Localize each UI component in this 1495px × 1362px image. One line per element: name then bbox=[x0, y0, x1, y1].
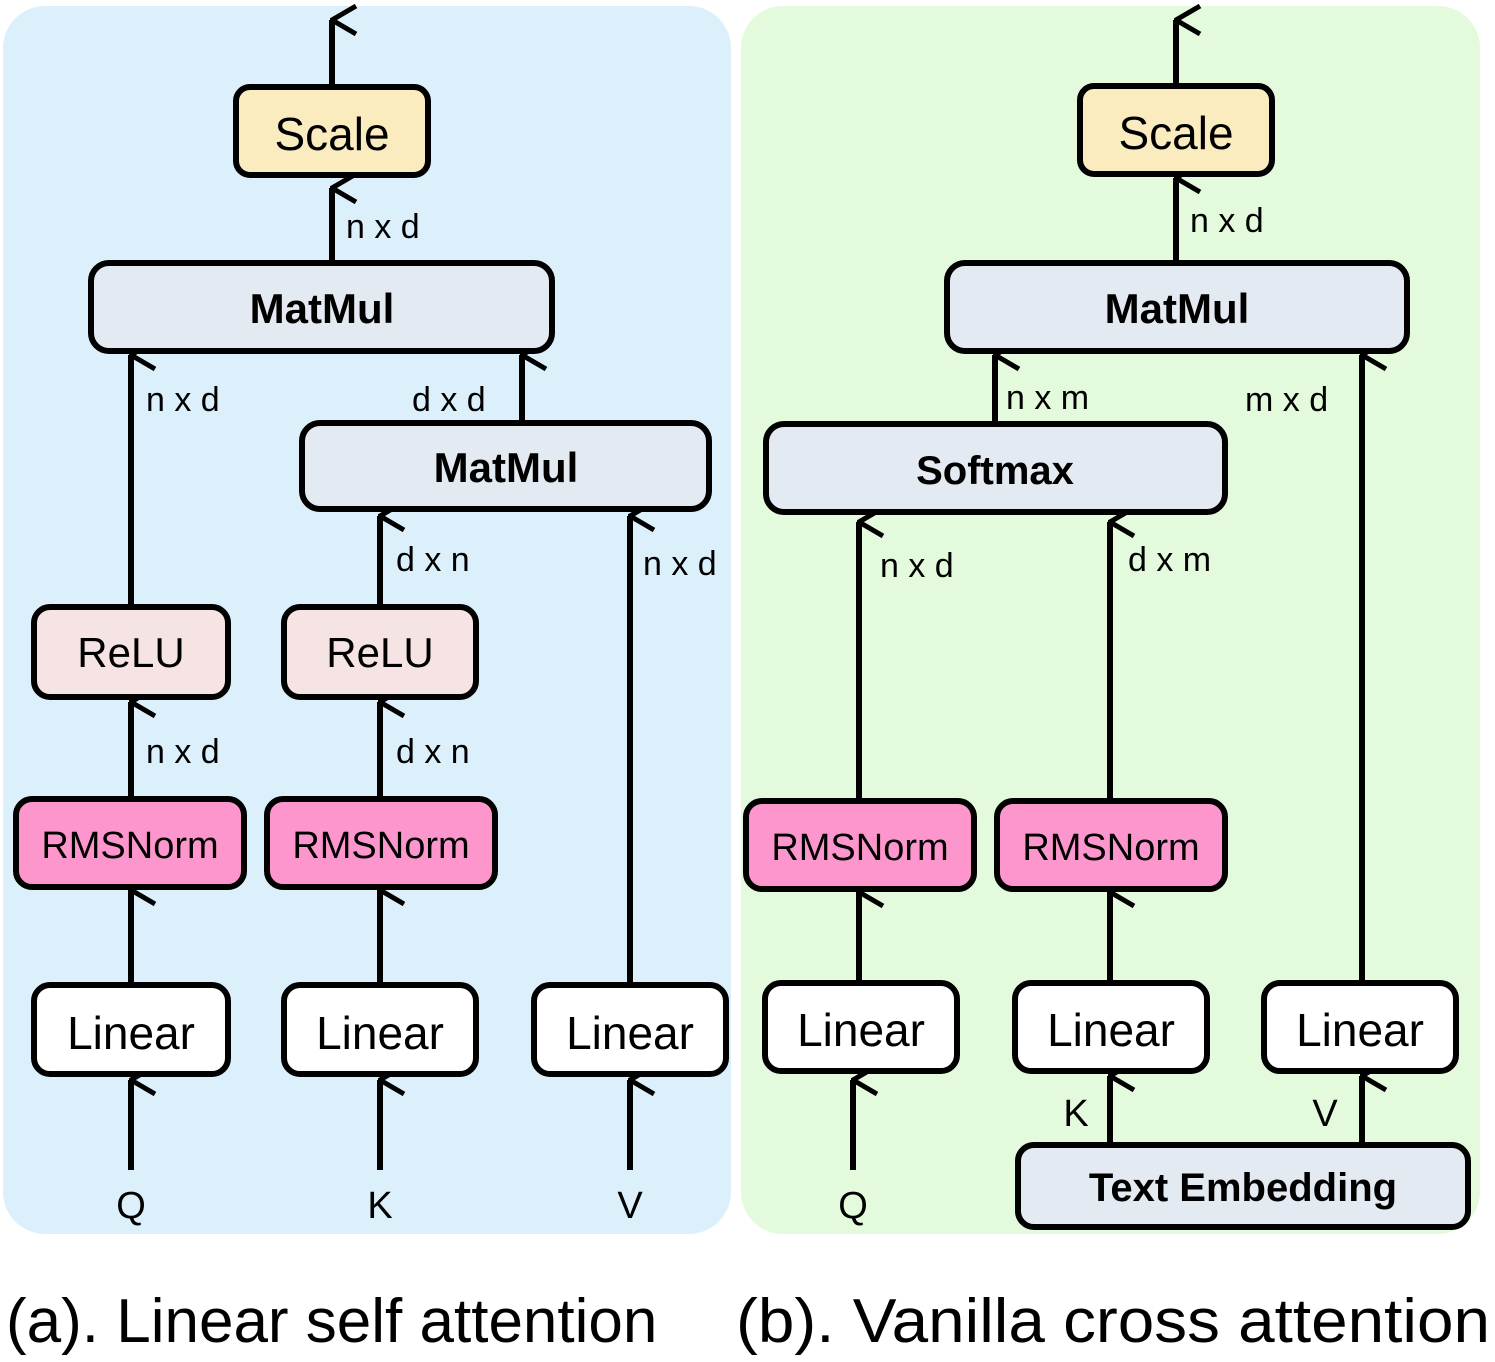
input-k-label-a: K bbox=[367, 1185, 392, 1227]
scale-label-b: Scale bbox=[1118, 107, 1233, 159]
panel-b-arrows bbox=[850, 20, 1362, 1170]
scale-label-a: Scale bbox=[274, 108, 389, 160]
dim-label-b-softmax-to-matmul: n x m bbox=[1006, 379, 1089, 417]
linear-q-box-a: Linear bbox=[31, 982, 231, 1077]
linear-k-label-a: Linear bbox=[316, 1007, 444, 1059]
dim-label-b-q-to-softmax: n x d bbox=[880, 547, 954, 585]
scale-box-a: Scale bbox=[233, 84, 431, 178]
linear-v-box-a: Linear bbox=[531, 982, 729, 1077]
dim-label-a-rms-k-to-relu: d x n bbox=[396, 733, 470, 771]
dim-label-b-v-to-matmul: m x d bbox=[1245, 381, 1328, 419]
rmsnorm-k-box-a: RMSNorm bbox=[264, 796, 498, 890]
matmul-label-b: MatMul bbox=[1105, 285, 1250, 332]
rmsnorm-k-label-a: RMSNorm bbox=[292, 825, 469, 867]
input-v-label-b: V bbox=[1312, 1093, 1338, 1135]
dim-label-a-rms-q-to-relu: n x d bbox=[146, 733, 220, 771]
text-embedding-box-b: Text Embedding bbox=[1015, 1142, 1471, 1230]
input-k-label-b: K bbox=[1063, 1093, 1088, 1135]
relu-k-label-a: ReLU bbox=[326, 629, 433, 676]
caption-b: (b). Vanilla cross attention bbox=[736, 1287, 1490, 1356]
matmul-top-label-a: MatMul bbox=[250, 285, 395, 332]
scale-box-b: Scale bbox=[1077, 83, 1275, 177]
rmsnorm-k-label-b: RMSNorm bbox=[1022, 827, 1199, 869]
dim-label-b-matmul-to-scale: n x d bbox=[1190, 202, 1264, 240]
relu-k-box-a: ReLU bbox=[281, 604, 479, 700]
rmsnorm-q-box-b: RMSNorm bbox=[743, 798, 977, 892]
linear-q-label-b: Linear bbox=[797, 1004, 925, 1056]
input-q-label-b: Q bbox=[838, 1185, 868, 1227]
rmsnorm-q-box-a: RMSNorm bbox=[13, 796, 247, 890]
dim-label-a-v-to-matmul: n x d bbox=[643, 545, 717, 583]
panel-a-arrows bbox=[128, 20, 630, 1170]
caption-a: (a). Linear self attention bbox=[6, 1287, 657, 1356]
linear-q-label-a: Linear bbox=[67, 1007, 195, 1059]
rmsnorm-k-box-b: RMSNorm bbox=[994, 798, 1228, 892]
linear-k-label-b: Linear bbox=[1047, 1004, 1175, 1056]
relu-q-box-a: ReLU bbox=[31, 604, 231, 700]
dim-label-a-relu-k-to-matmul: d x n bbox=[396, 541, 470, 579]
linear-q-box-b: Linear bbox=[762, 980, 960, 1074]
matmul-mid-label-a: MatMul bbox=[434, 444, 579, 491]
linear-v-box-b: Linear bbox=[1261, 980, 1459, 1074]
rmsnorm-q-label-a: RMSNorm bbox=[41, 825, 218, 867]
linear-v-label-a: Linear bbox=[566, 1007, 694, 1059]
softmax-box-b: Softmax bbox=[763, 421, 1228, 515]
softmax-label-b: Softmax bbox=[916, 449, 1074, 493]
linear-k-box-a: Linear bbox=[281, 982, 479, 1077]
input-q-label-a: Q bbox=[116, 1185, 146, 1227]
dim-label-a-matmul-to-scale: n x d bbox=[346, 208, 420, 246]
matmul-mid-box-a: MatMul bbox=[299, 420, 712, 512]
dim-label-a-matmul-to-matmul: d x d bbox=[412, 381, 486, 419]
input-v-label-a: V bbox=[617, 1185, 643, 1227]
dim-label-a-relu-q-to-matmul: n x d bbox=[146, 381, 220, 419]
matmul-box-b: MatMul bbox=[944, 260, 1410, 354]
linear-v-label-b: Linear bbox=[1296, 1004, 1424, 1056]
relu-q-label-a: ReLU bbox=[77, 629, 184, 676]
text-embedding-label-b: Text Embedding bbox=[1089, 1166, 1397, 1210]
dim-label-b-k-to-softmax: d x m bbox=[1128, 541, 1211, 579]
rmsnorm-q-label-b: RMSNorm bbox=[771, 827, 948, 869]
linear-k-box-b: Linear bbox=[1012, 980, 1210, 1074]
matmul-top-box-a: MatMul bbox=[88, 260, 555, 354]
